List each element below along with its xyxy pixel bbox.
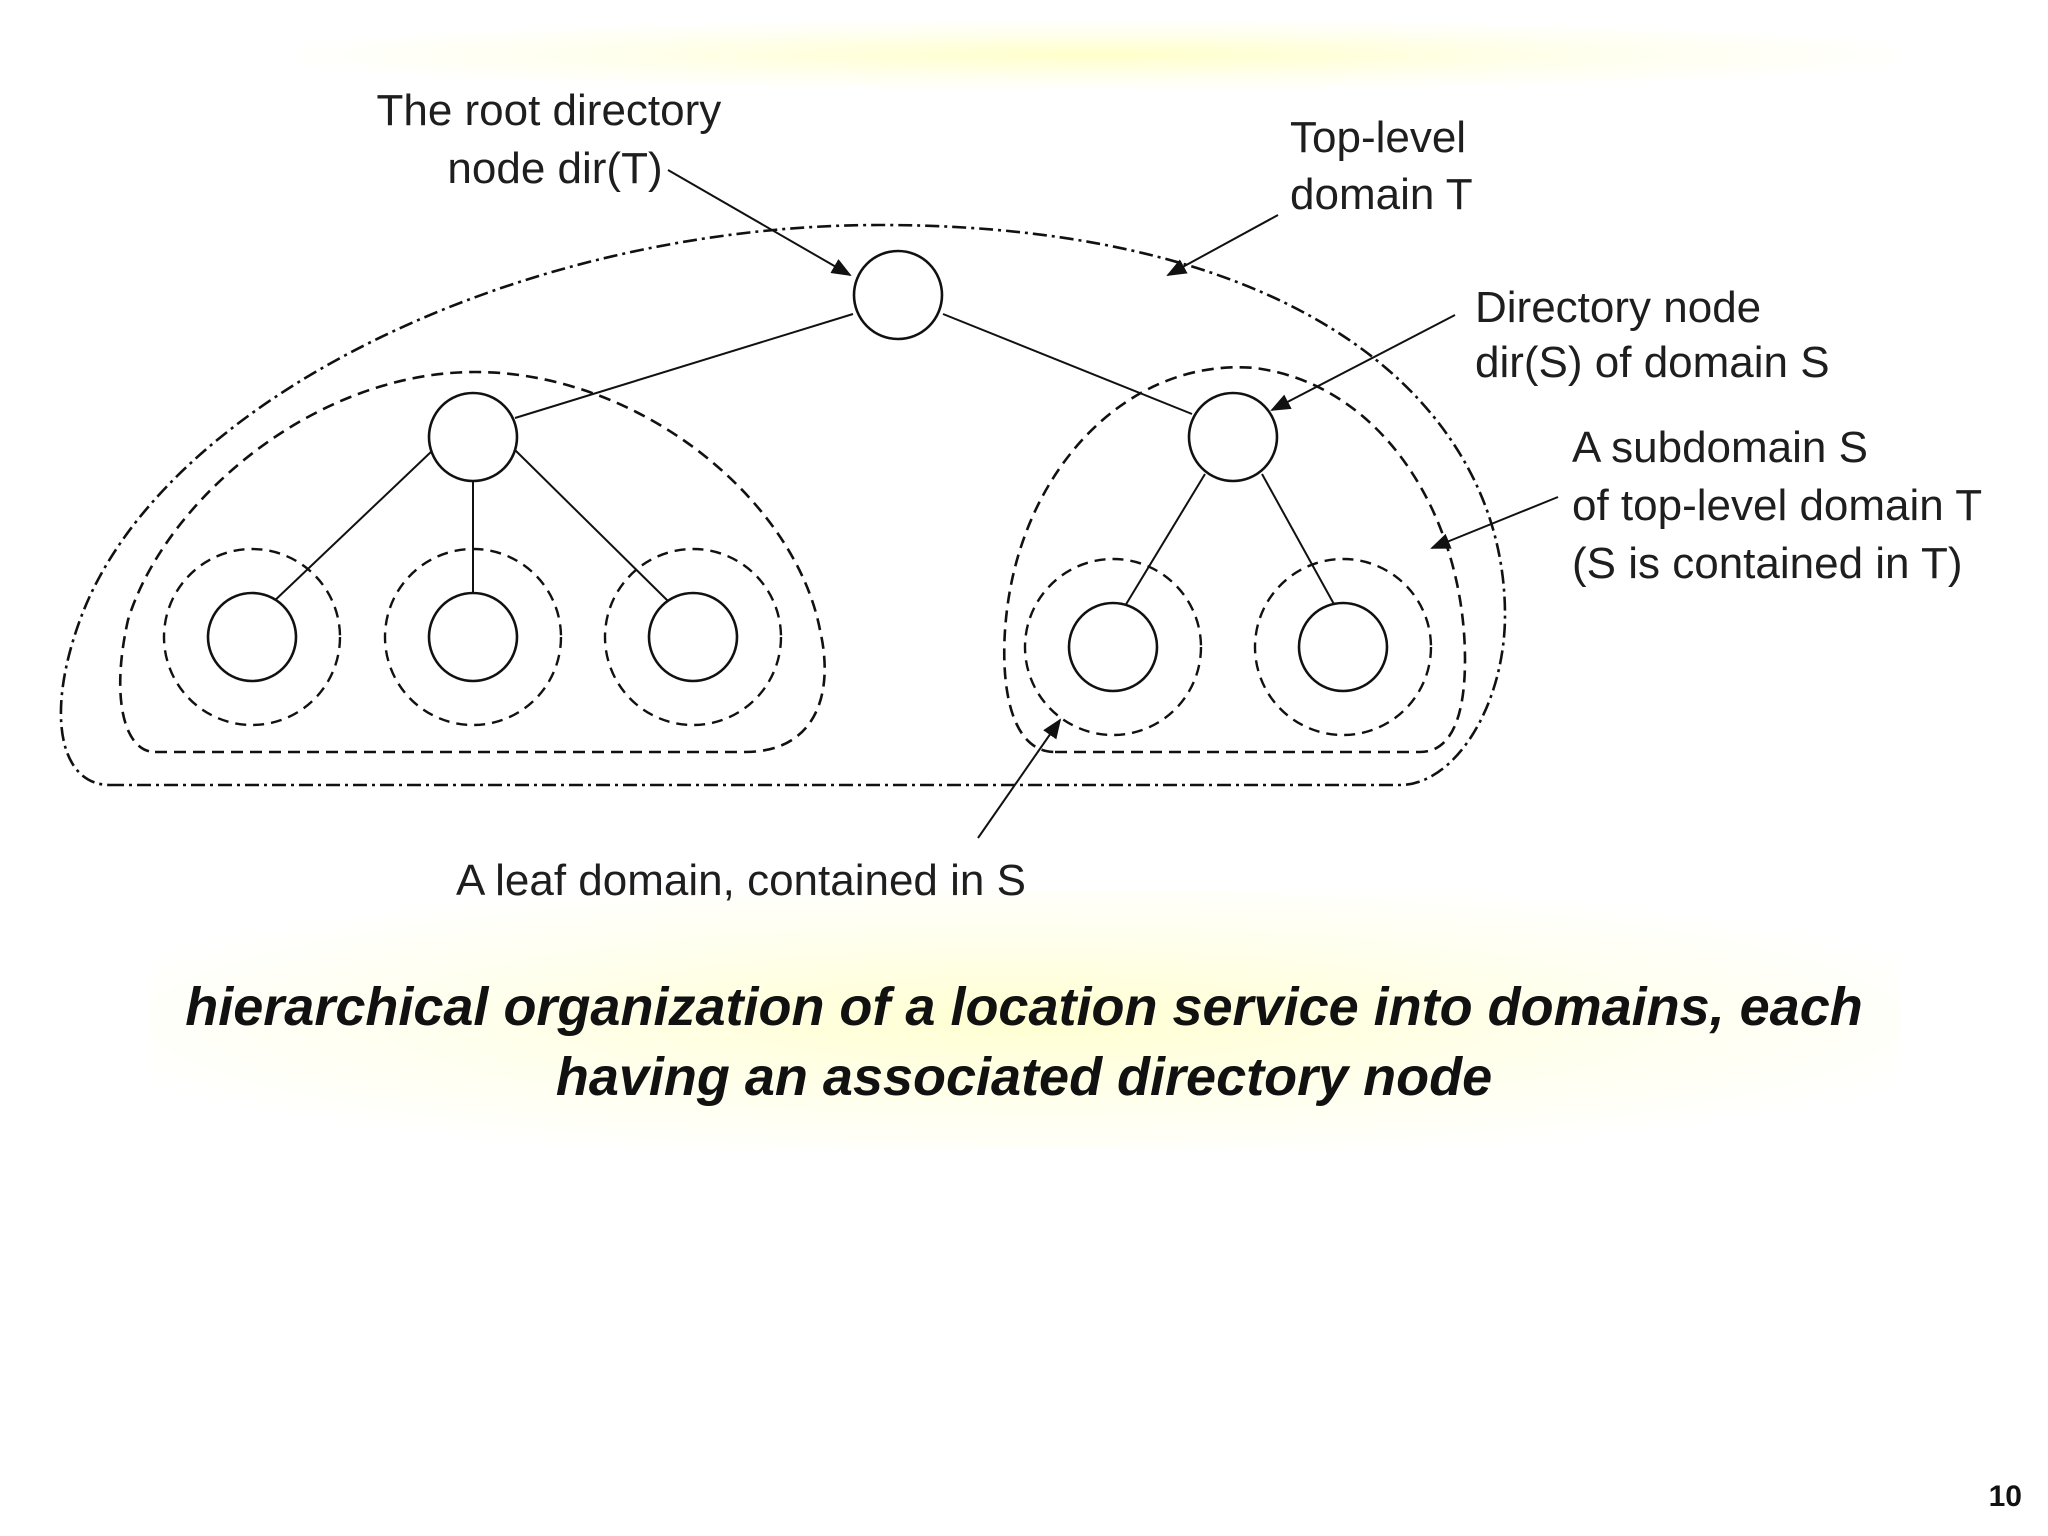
- tree-edge: [1261, 473, 1336, 607]
- caption-highlight: [150, 890, 1900, 1150]
- tree-edge: [1124, 473, 1206, 607]
- tree-edge: [942, 313, 1193, 415]
- caption-line-2: having an associated directory node: [555, 1047, 1493, 1107]
- directory-node-s: [1187, 391, 1279, 483]
- leaf-node: [647, 591, 739, 683]
- left-subdomain-outline: [118, 370, 826, 754]
- leaf-domain-pointer: [977, 718, 1062, 839]
- root-node-label: The root directory node dir(T): [376, 86, 733, 193]
- caption-line-1: hierarchical organization of a location …: [185, 977, 1863, 1037]
- tree-edge: [269, 449, 434, 606]
- domain-hierarchy-diagram: The root directory node dir(T) Top-level…: [59, 86, 1994, 905]
- top-level-domain-label: Top-level domain T: [1290, 113, 1478, 219]
- root-node-pointer: [667, 169, 852, 276]
- leaf-node: [1297, 601, 1389, 693]
- tree-edge: [514, 449, 671, 604]
- subdomain-label: A subdomain S of top-level domain T (S i…: [1572, 423, 1994, 588]
- subdomain-s-outline: [1002, 365, 1467, 754]
- leaf-node: [427, 591, 519, 683]
- slide-caption: hierarchical organization of a location …: [100, 972, 1948, 1112]
- leaf-domain-ring: [1023, 557, 1203, 737]
- leaf-domain-ring: [1253, 557, 1433, 737]
- leaf-domain-ring: [603, 547, 783, 727]
- top-level-domain-outline: [59, 223, 1507, 787]
- directory-node-label: Directory node dir(S) of domain S: [1475, 283, 1830, 387]
- root-directory-node: [852, 249, 944, 341]
- top-level-domain-pointer: [1166, 214, 1279, 276]
- tree-edge: [514, 313, 854, 419]
- left-directory-node: [427, 391, 519, 483]
- page-number: 10: [1988, 1480, 2022, 1513]
- leaf-domain-ring: [162, 547, 342, 727]
- subdomain-pointer: [1430, 496, 1559, 549]
- leaf-domain-label: A leaf domain, contained in S: [456, 856, 1026, 905]
- leaf-node: [1067, 601, 1159, 693]
- directory-node-s-pointer: [1270, 314, 1456, 411]
- top-highlight: [300, 20, 1900, 90]
- leaf-node: [206, 591, 298, 683]
